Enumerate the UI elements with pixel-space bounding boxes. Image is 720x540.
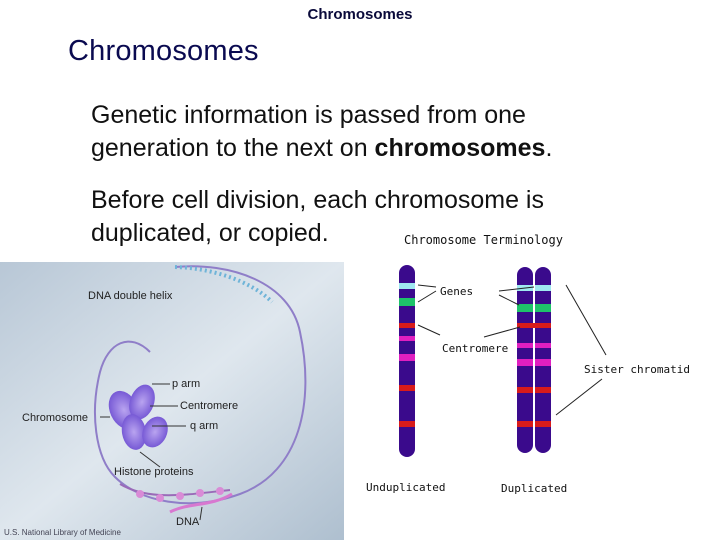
terminology-title: Chromosome Terminology	[404, 233, 563, 247]
illustration-graphic	[0, 262, 344, 540]
unduplicated-chromosome	[399, 265, 415, 457]
label-sister-chromatid: Sister chromatid	[584, 363, 690, 376]
chromosome-terminology-diagram: Chromosome Terminology Genes Centromere …	[344, 225, 720, 540]
label-chromosome: Chromosome	[22, 412, 89, 424]
paragraph-bold-term: chromosomes	[374, 134, 546, 162]
image-credit: U.S. National Library of Medicine	[4, 528, 121, 537]
slide-title: Chromosomes	[68, 35, 259, 67]
dna-chromosome-illustration: DNA double helix p arm Centromere Chromo…	[0, 262, 344, 540]
paragraph-genetic-info: Genetic information is passed from one g…	[91, 99, 651, 165]
label-duplicated: Duplicated	[501, 482, 568, 495]
top-caption: Chromosomes	[307, 6, 413, 23]
annotation-arrows	[417, 284, 607, 416]
paragraph-cell-division: Before cell division, each chromosome is…	[91, 186, 544, 247]
paragraph-end: .	[545, 134, 553, 162]
paragraph-text: Genetic information is passed from one g…	[91, 101, 526, 162]
label-unduplicated: Unduplicated	[366, 481, 446, 494]
label-centromere-term: Centromere	[442, 342, 509, 355]
duplicated-chromosome	[517, 267, 551, 453]
terminology-graphic	[399, 265, 607, 457]
label-dna-double-helix: DNA double helix	[88, 290, 173, 302]
label-genes: Genes	[440, 285, 474, 298]
label-histone-proteins: Histone proteins	[114, 466, 194, 478]
label-q-arm: q arm	[190, 420, 219, 432]
chromosome-shape	[108, 384, 168, 450]
label-dna: DNA	[176, 516, 200, 528]
label-p-arm: p arm	[172, 378, 201, 390]
label-centromere: Centromere	[180, 400, 239, 412]
